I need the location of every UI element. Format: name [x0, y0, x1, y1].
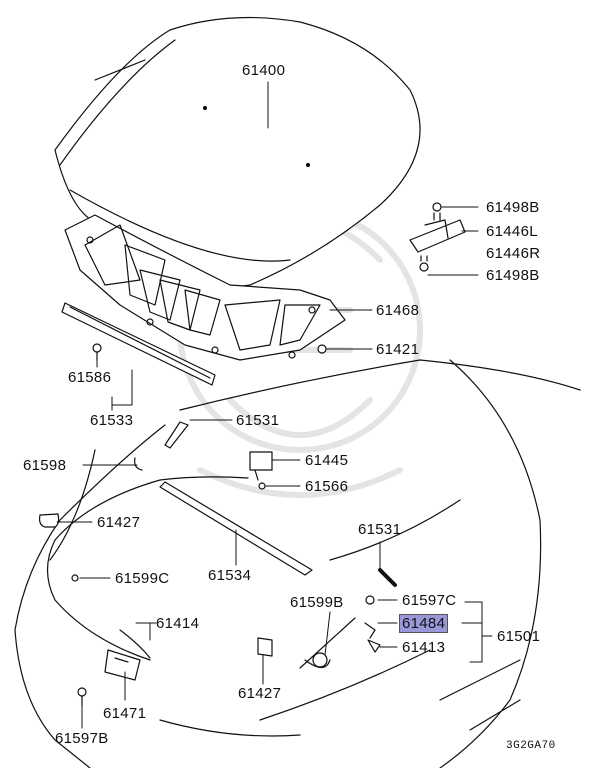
diagram-code: 3G2GA70 [506, 740, 556, 752]
label-61427-bottom: 61427 [238, 685, 282, 702]
label-61498b-lower: 61498B [486, 267, 540, 284]
label-61484-highlighted[interactable]: 61484 [399, 614, 449, 633]
front-seal-strip [61, 302, 216, 386]
label-61534: 61534 [208, 567, 252, 584]
label-61427-left: 61427 [97, 514, 141, 531]
label-61533: 61533 [90, 412, 134, 429]
label-61586: 61586 [68, 369, 112, 386]
label-61400: 61400 [242, 62, 286, 79]
label-61598: 61598 [23, 457, 67, 474]
label-61471: 61471 [103, 705, 147, 722]
label-61566: 61566 [305, 478, 349, 495]
label-61501: 61501 [497, 628, 541, 645]
leader-lines [56, 81, 493, 729]
label-61599b: 61599B [290, 594, 344, 611]
release-cable [46, 476, 249, 661]
hinge-bracket [409, 202, 466, 272]
label-61597c: 61597C [402, 592, 457, 609]
label-61413: 61413 [402, 639, 446, 656]
label-61531-mid: 61531 [358, 521, 402, 538]
hood-inner-frame [64, 214, 346, 361]
car-body-outline [14, 359, 581, 768]
label-61597b: 61597B [55, 730, 109, 747]
label-61599c: 61599C [115, 570, 170, 587]
label-61498b-top: 61498B [486, 199, 540, 216]
small-parts [38, 343, 397, 707]
label-61531-top: 61531 [236, 412, 280, 429]
label-61421: 61421 [376, 341, 420, 358]
label-61414: 61414 [156, 615, 200, 632]
label-61446r: 61446R [486, 245, 541, 262]
label-61468: 61468 [376, 302, 420, 319]
label-61445: 61445 [305, 452, 349, 469]
label-61446l: 61446L [486, 223, 538, 240]
cowl-seal-strip [159, 481, 313, 576]
